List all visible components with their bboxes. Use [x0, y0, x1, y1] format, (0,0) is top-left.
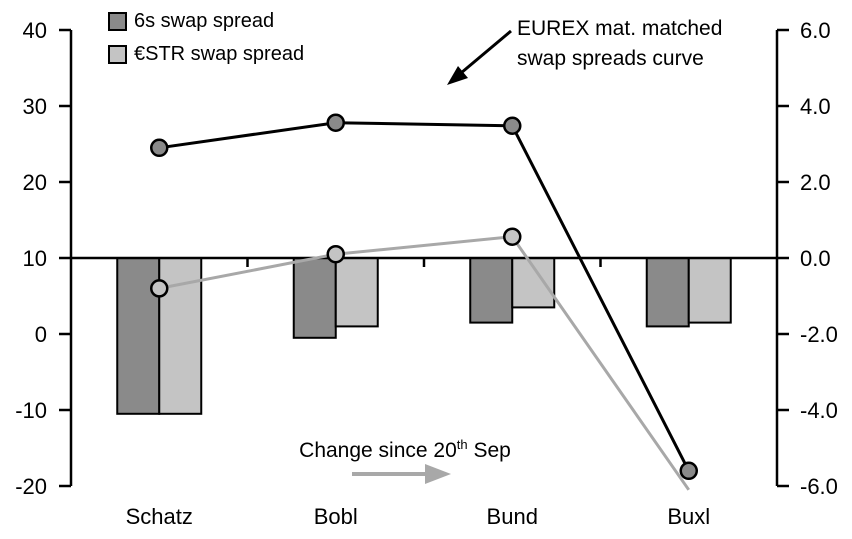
annotation-eurex: EUREX mat. matched swap spreads curve — [517, 14, 722, 74]
legend-label-6s: 6s swap spread — [134, 10, 275, 32]
bar-6s-bund — [469, 257, 514, 324]
annotation-arrow — [447, 29, 512, 85]
change-note-sup: th — [456, 437, 468, 452]
change-since-note: Change since 20th Sep — [270, 437, 540, 463]
marker-estr-bobl — [326, 244, 345, 264]
curve-6s — [159, 121, 691, 472]
right-axis-tick-label: 0.0 — [800, 246, 831, 271]
right-axis-tick-label: 6.0 — [800, 18, 831, 43]
bar-estr-bobl — [334, 257, 379, 328]
marker-estr-schatz — [150, 279, 169, 298]
bar-6s-buxl — [645, 257, 690, 328]
left-axis-tick-label: 10 — [23, 246, 47, 271]
left-axis-tick-label: 20 — [23, 170, 47, 195]
right-axis-tick-label: 4.0 — [800, 94, 831, 119]
category-label-buxl: Buxl — [667, 504, 710, 529]
marker-6s-schatz — [150, 138, 169, 158]
marker-estr-bund — [503, 227, 522, 246]
legend-swatch-6s-icon — [108, 11, 127, 31]
marker-6s-buxl — [679, 461, 698, 481]
marker-6s-bobl — [326, 113, 345, 132]
annotation-line2: swap spreads curve — [517, 47, 704, 70]
change-note-prefix: Change since 20 — [299, 439, 457, 462]
change-note-suffix: Sep — [467, 439, 511, 462]
left-axis-tick-label: 40 — [23, 18, 47, 43]
category-label-bobl: Bobl — [314, 504, 358, 529]
bar-6s-bobl — [292, 257, 337, 339]
category-label-bund: Bund — [487, 504, 538, 529]
category-label-schatz: Schatz — [126, 504, 193, 529]
legend-label-estr: €STR swap spread — [134, 43, 305, 65]
legend-item-estr: €STR swap spread — [108, 42, 304, 66]
right-axis-tick-label: -6.0 — [800, 474, 838, 499]
bar-6s-schatz — [116, 257, 161, 415]
legend-swatch-estr-icon — [108, 44, 127, 64]
change-since-arrow — [352, 464, 451, 484]
left-axis-tick-label: -10 — [15, 398, 47, 423]
bar-estr-buxl — [687, 257, 732, 324]
left-axis-tick-label: 0 — [35, 322, 47, 347]
right-axis-tick-label: -2.0 — [800, 322, 838, 347]
marker-6s-bund — [503, 116, 522, 136]
left-axis-tick-label: 30 — [23, 94, 47, 119]
annotation-line1: EUREX mat. matched — [517, 17, 723, 40]
left-axis-tick-label: -20 — [15, 474, 47, 499]
right-axis-tick-label: 2.0 — [800, 170, 831, 195]
curve-estr — [158, 235, 690, 491]
legend: 6s swap spread €STR swap spread — [108, 9, 304, 66]
legend-item-6s: 6s swap spread — [108, 9, 304, 33]
right-axis-tick-label: -4.0 — [800, 398, 838, 423]
